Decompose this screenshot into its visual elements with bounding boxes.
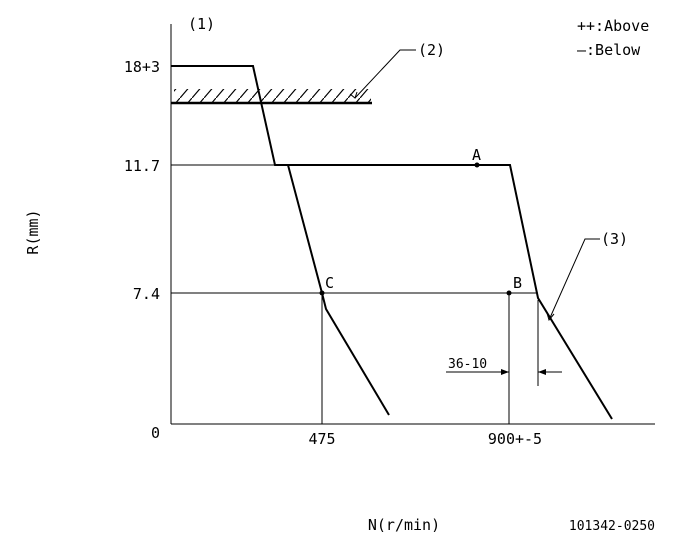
point-b-label: B bbox=[513, 274, 522, 292]
document-id: 101342-0250 bbox=[569, 519, 655, 534]
leader-2 bbox=[354, 49, 416, 99]
leader-3 bbox=[548, 238, 600, 321]
y-tick-0: 0 bbox=[151, 424, 160, 442]
dim-arrow-right bbox=[538, 369, 546, 375]
x-axis-label: N(r/min) bbox=[368, 516, 440, 534]
y-axis-label: R(mm) bbox=[24, 209, 42, 254]
legend-above: ++:Above bbox=[577, 17, 649, 35]
x-tick-475: 475 bbox=[308, 430, 335, 448]
figure-label-1: (1) bbox=[188, 15, 215, 33]
leader-3-arrow bbox=[546, 312, 555, 322]
x-tick-900: 900+-5 bbox=[488, 430, 542, 448]
leader-2-arrow bbox=[349, 91, 358, 99]
point-c-label: C bbox=[325, 274, 334, 292]
y-tick-18: 18+3 bbox=[124, 58, 160, 76]
dim-arrow-left bbox=[501, 369, 509, 375]
lower-curve bbox=[287, 164, 390, 416]
legend-below: —:Below bbox=[577, 41, 641, 59]
full-load-curve bbox=[171, 65, 613, 420]
point-c-marker bbox=[319, 290, 325, 296]
stopper-hatch bbox=[174, 89, 371, 102]
point-b-marker bbox=[506, 290, 512, 296]
figure-label-2: (2) bbox=[418, 41, 445, 59]
y-tick-11-7: 11.7 bbox=[124, 157, 160, 175]
point-a-marker bbox=[474, 162, 480, 168]
figure-label-3: (3) bbox=[601, 230, 628, 248]
y-tick-7-4: 7.4 bbox=[133, 285, 160, 303]
dimension-label: 36-10 bbox=[448, 357, 487, 372]
point-a-label: A bbox=[472, 146, 481, 164]
